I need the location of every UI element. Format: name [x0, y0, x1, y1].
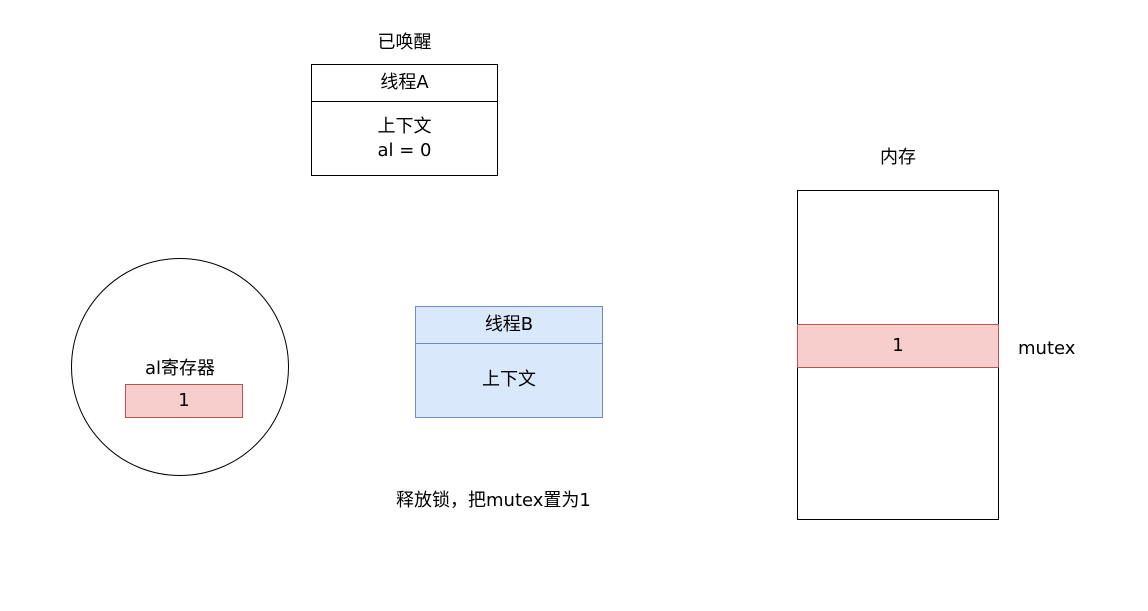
thread-b-title: 线程B	[416, 307, 602, 344]
mutex-cell-name: mutex	[1018, 338, 1076, 359]
thread-b-context-label: 上下文	[482, 369, 536, 390]
release-lock-annotation: 释放锁，把mutex置为1	[396, 490, 591, 511]
al-register-circle	[71, 258, 289, 476]
thread-a-status-label: 已唤醒	[377, 32, 432, 53]
thread-b-box: 线程B 上下文	[415, 306, 603, 418]
al-register-value: 1	[125, 384, 243, 418]
memory-label: 内存	[880, 147, 916, 168]
mutex-cell-value: 1	[797, 324, 999, 368]
thread-a-context-label: 上下文	[377, 116, 432, 137]
thread-a-context-value: al = 0	[377, 140, 432, 161]
thread-a-box: 线程A 上下文 al = 0	[311, 64, 498, 176]
al-register-label: al寄存器	[144, 358, 216, 379]
thread-a-title: 线程A	[312, 65, 497, 102]
thread-a-context: 上下文 al = 0	[312, 102, 497, 163]
